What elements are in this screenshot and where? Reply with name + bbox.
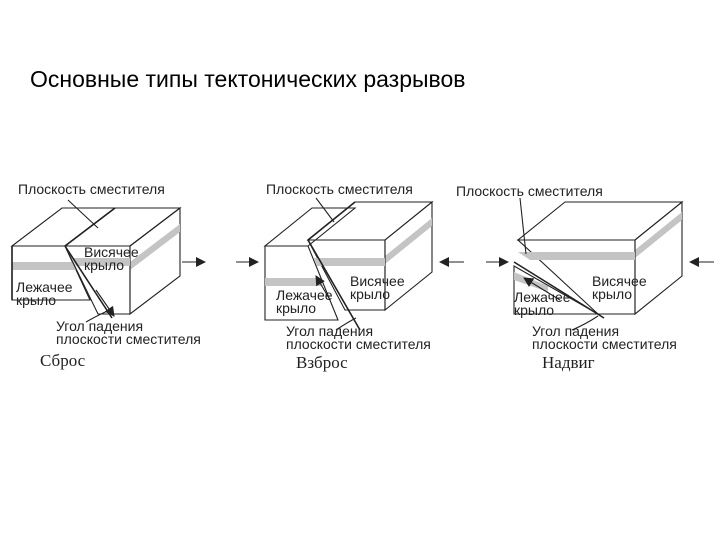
reverse-footwall-label-2: крыло xyxy=(276,300,316,316)
normal-dip-label-2: плоскости сместителя xyxy=(56,331,201,347)
reverse-fault-caption: Взброс xyxy=(296,353,348,372)
reverse-dip-label-2: плоскости сместителя xyxy=(286,336,431,352)
reverse-dip-label-1: Угол падения xyxy=(286,323,373,339)
normal-hanging-wall-label-1: Висячее xyxy=(84,244,139,260)
block-reverse-fault xyxy=(236,197,464,331)
reverse-hanging-wall-label-1: Висячее xyxy=(350,273,405,289)
normal-footwall-label-2: крыло xyxy=(16,292,56,308)
thrust-hanging-wall-label-2: крыло xyxy=(592,286,632,302)
reverse-fault-plane-label: Плоскость сместителя xyxy=(266,181,413,197)
normal-hanging-wall-label-2: крыло xyxy=(84,257,124,273)
reverse-footwall-label-1: Лежачее xyxy=(276,287,333,303)
normal-dip-label-1: Угол падения xyxy=(56,318,143,334)
normal-footwall-label-1: Лежачее xyxy=(16,279,73,295)
thrust-fault-plane-label: Плоскость сместителя xyxy=(456,183,603,199)
thrust-footwall-label-1: Лежачее xyxy=(514,289,571,305)
block-thrust-fault xyxy=(486,197,714,331)
thrust-dip-label-1: Угол падения xyxy=(532,323,619,339)
normal-fault-caption: Сброс xyxy=(40,351,86,370)
thrust-footwall-label-2: крыло xyxy=(514,302,554,318)
thrust-dip-label-2: плоскости сместителя xyxy=(532,336,677,352)
block-normal-fault xyxy=(10,199,206,323)
reverse-hanging-wall-label-2: крыло xyxy=(350,286,390,302)
slide-title: Основные типы тектонических разрывов xyxy=(30,66,466,92)
thrust-fault-caption: Надвиг xyxy=(542,353,595,372)
normal-fault-plane-label: Плоскость сместителя xyxy=(18,181,165,197)
thrust-hanging-wall-label-1: Висячее xyxy=(592,273,647,289)
